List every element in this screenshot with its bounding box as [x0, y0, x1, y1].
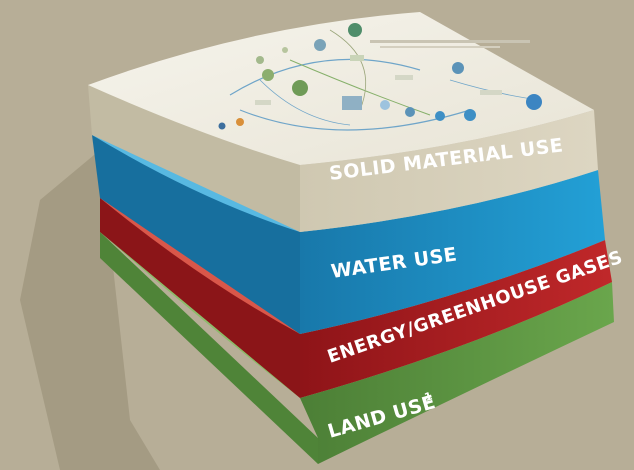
recycling-icon [348, 23, 362, 37]
header-text-line [380, 46, 500, 48]
process-node [256, 56, 264, 64]
energy-layer-left-side [100, 198, 300, 398]
globe-icon [452, 62, 464, 74]
water-layer-left-side [92, 135, 300, 334]
process-node [435, 111, 445, 121]
flow-arc [229, 58, 421, 96]
land-layer-left-side [100, 232, 318, 464]
process-box [350, 55, 364, 61]
land-layer-face [300, 282, 614, 464]
solid-layer-top [88, 12, 594, 165]
flow-arc [259, 79, 351, 126]
process-node [282, 47, 288, 53]
header-text-line [370, 40, 530, 43]
factory-icon [314, 39, 326, 51]
factory-block [342, 96, 362, 110]
process-node [380, 100, 390, 110]
process-node [218, 122, 226, 130]
flame-icon [236, 118, 244, 126]
truck-icon [262, 69, 274, 81]
gear-icon [526, 94, 542, 110]
flow-arc [329, 29, 367, 111]
leaf-icon [292, 80, 308, 96]
energy-layer-face [300, 240, 612, 398]
top-process-diagram [218, 23, 542, 131]
stack-shadow [20, 150, 160, 470]
process-box [480, 90, 502, 95]
solid-layer-face [300, 110, 598, 232]
process-box [255, 100, 271, 105]
water-drop-icon [464, 109, 476, 121]
process-box [395, 75, 413, 80]
land-use-superscript: 1 [423, 389, 434, 404]
water-layer-face [300, 170, 605, 334]
solid-layer-left-side [88, 85, 300, 232]
process-node [405, 107, 415, 117]
